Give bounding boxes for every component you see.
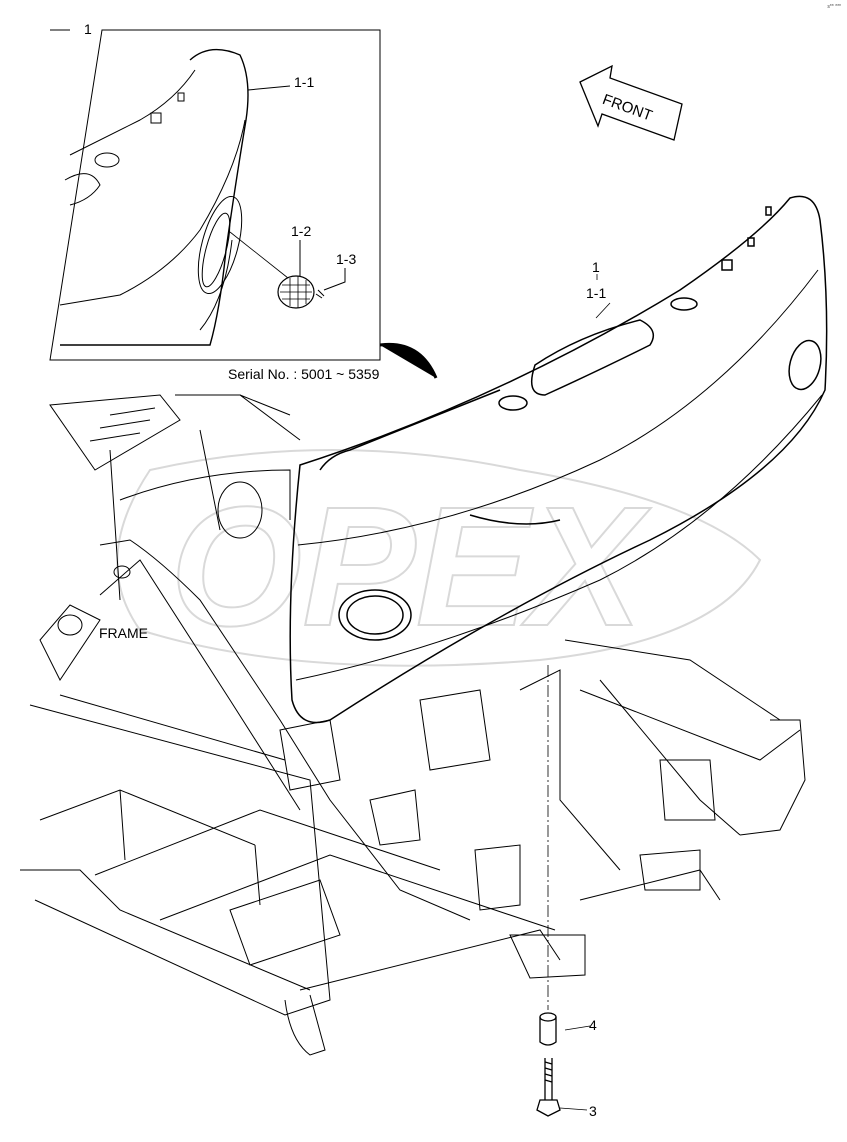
- main-part-1-1-label: 1-1: [586, 285, 607, 301]
- part-3-label: 3: [589, 1103, 597, 1119]
- leader-line: [595, 302, 611, 319]
- inset-part-1-1-label: 1-1: [294, 74, 315, 90]
- part-4-label: 4: [589, 1017, 597, 1033]
- inset-part-1-3-label: 1-3: [336, 251, 357, 267]
- spacer-part: [539, 1012, 591, 1046]
- watermark-text: OPEX: [170, 472, 651, 662]
- inset-ref-label: 1: [84, 21, 92, 37]
- counterweight: [289, 195, 828, 724]
- serial-number-label: Serial No. : 5001 ~ 5359: [228, 366, 380, 382]
- curved-arrow: [379, 342, 438, 379]
- inset-part-1-2-label: 1-2: [291, 223, 312, 239]
- frame-label: FRAME: [99, 625, 148, 641]
- page-code: s** ***: [827, 4, 841, 10]
- watermark-logo: OPEX: [116, 449, 762, 667]
- bolt-part: [536, 1058, 588, 1117]
- front-arrow-icon: [579, 64, 683, 141]
- main-ref-label: 1: [592, 259, 600, 275]
- detail-inset: [49, 29, 381, 361]
- frame-structure: [20, 394, 806, 1056]
